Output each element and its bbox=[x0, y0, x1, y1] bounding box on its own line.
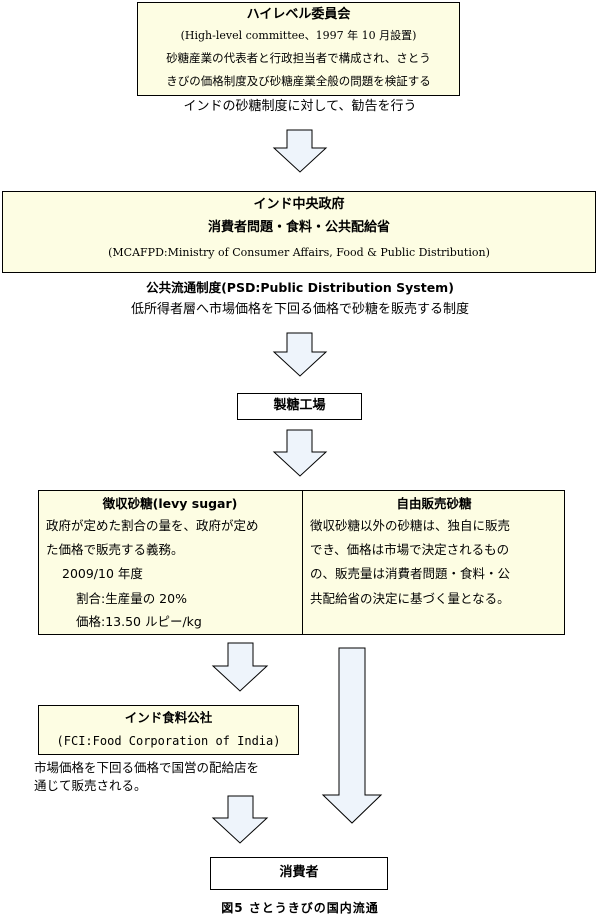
sugar-split-box bbox=[38, 490, 565, 635]
free-title: 自由販売砂糖 bbox=[396, 496, 472, 511]
committee-desc-line2: きびの価格制度及び砂糖産業全般の問題を検証する bbox=[166, 74, 431, 88]
recommend-text: インドの砂糖制度に対して、勧告を行う bbox=[183, 99, 417, 114]
factory-label: 製糖工場 bbox=[273, 398, 326, 413]
levy-price: 価格:13.50 ルピー/kg bbox=[76, 614, 202, 629]
fci-title: インド食料公社 bbox=[124, 710, 213, 725]
free-line1: 徴収砂糖以外の砂糖は、独自に販売 bbox=[310, 518, 511, 533]
committee-desc-line1: 砂糖産業の代表者と行政担当者で構成され、さとう bbox=[166, 51, 431, 65]
fci-desc-line2: 通じて販売される。 bbox=[34, 778, 147, 793]
psd-title: 公共流通制度(PSD:Public Distribution System) bbox=[146, 280, 454, 295]
government-box bbox=[2, 191, 596, 273]
fci-desc-line1: 市場価格を下回る価格で国営の配給店を bbox=[34, 760, 260, 775]
fci-abbr: (FCI:Food Corporation of India) bbox=[56, 734, 281, 748]
free-line4: 共配給省の決定に基づく量となる。 bbox=[310, 591, 510, 606]
committee-subtitle: (High-level committee、1997 年 10 月設置) bbox=[180, 29, 417, 42]
levy-line1: 政府が定めた割合の量を、政府が定め bbox=[46, 518, 259, 533]
fci-box bbox=[38, 705, 299, 755]
levy-ratio: 割合:生産量の 20% bbox=[76, 591, 187, 606]
government-title: インド中央政府 bbox=[253, 197, 345, 212]
free-line3: の、販売量は消費者問題・食料・公 bbox=[310, 566, 511, 581]
figure-caption: 図5 さとうきびの国内流通 bbox=[221, 901, 379, 915]
psd-desc: 低所得者層へ市場価格を下回る価格で砂糖を販売する制度 bbox=[130, 302, 469, 317]
consumer-box bbox=[210, 857, 388, 890]
levy-line2: た価格で販売する義務。 bbox=[46, 542, 184, 557]
levy-year: 2009/10 年度 bbox=[62, 566, 143, 581]
factory-box bbox=[237, 393, 362, 420]
ministry-name: 消費者問題・食料・公共配給省 bbox=[207, 220, 390, 235]
consumer-label: 消費者 bbox=[279, 865, 319, 880]
levy-title: 徴収砂糖(levy sugar) bbox=[102, 496, 238, 511]
split-divider bbox=[302, 490, 303, 635]
free-line2: でき、価格は市場で決定されるもの bbox=[310, 542, 510, 557]
committee-title: ハイレベル委員会 bbox=[246, 7, 351, 22]
committee-box bbox=[137, 2, 460, 96]
ministry-abbr: (MCAFPD:Ministry of Consumer Affairs, Fo… bbox=[108, 246, 490, 259]
